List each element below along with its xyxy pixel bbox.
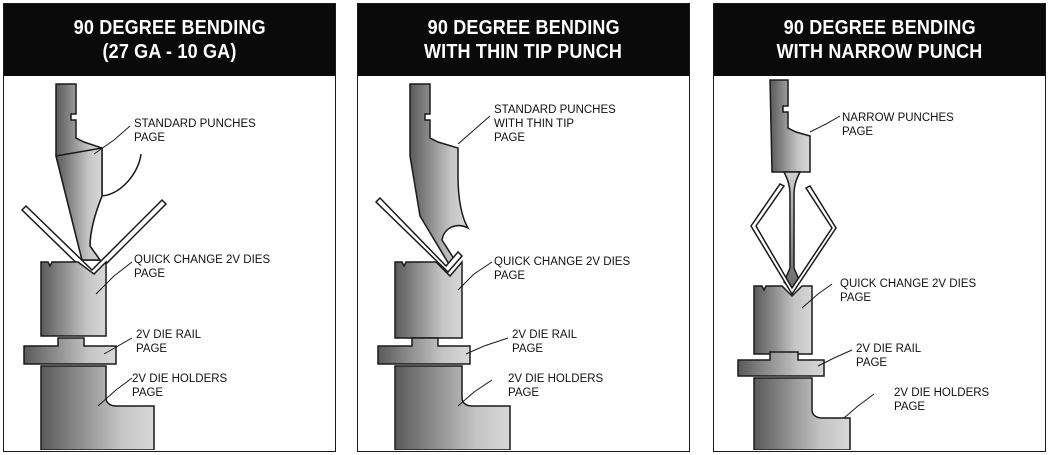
label-line: PAGE	[134, 132, 165, 144]
label-line: PAGE	[842, 126, 873, 138]
panel-title-line1: 90 DEGREE BENDING	[427, 17, 620, 39]
label-line: 2V DIE RAIL	[136, 329, 202, 341]
label-line: PAGE	[134, 268, 165, 280]
panel-standard-punch: 90 DEGREE BENDING (27 GA - 10 GA) STANDA…	[3, 3, 336, 452]
quick-change-die	[394, 259, 463, 339]
panel-title-line1: 90 DEGREE BENDING	[783, 17, 976, 39]
label-line: STANDARD PUNCHES	[134, 118, 256, 130]
thin-tip-punch	[409, 83, 470, 268]
callout-quick-change-dies: QUICK CHANGE 2V DIES PAGE	[840, 278, 976, 304]
label-line: WITH THIN TIP	[494, 118, 574, 130]
quick-change-die	[40, 260, 107, 337]
die-holder	[394, 365, 511, 450]
label-line: PAGE	[132, 387, 163, 399]
panel-header: 90 DEGREE BENDING WITH THIN TIP PUNCH	[358, 4, 689, 76]
label-line: PAGE	[894, 401, 925, 413]
label-line: 2V DIE RAIL	[856, 343, 922, 355]
bent-sheet	[20, 198, 168, 280]
callout-die-holders: 2V DIE HOLDERS PAGE	[894, 387, 990, 413]
callout-narrow-punches: NARROW PUNCHES PAGE	[842, 112, 954, 138]
label-line: QUICK CHANGE 2V DIES	[134, 254, 270, 266]
panel-title-line1: 90 DEGREE BENDING	[73, 17, 266, 39]
callout-die-rail: 2V DIE RAIL PAGE	[136, 329, 202, 355]
label-line: NARROW PUNCHES	[842, 112, 954, 124]
die-holder	[753, 377, 851, 450]
label-line: PAGE	[856, 357, 887, 369]
label-line: PAGE	[494, 132, 525, 144]
punch-body	[55, 147, 103, 261]
panel-header: 90 DEGREE BENDING WITH NARROW PUNCH	[714, 4, 1045, 76]
die-rail	[737, 351, 825, 377]
bending-diagram: STANDARD PUNCHES WITH THIN TIP PAGE QUIC…	[374, 83, 630, 450]
narrow-punch-blade	[782, 171, 802, 289]
label-line: QUICK CHANGE 2V DIES	[494, 256, 630, 268]
label-line: PAGE	[494, 270, 525, 282]
callout-die-rail: 2V DIE RAIL PAGE	[512, 329, 578, 355]
panel-title-line2: WITH THIN TIP PUNCH	[424, 41, 623, 63]
label-line: PAGE	[508, 387, 539, 399]
die-rail	[377, 337, 471, 365]
leader-lines	[801, 115, 875, 419]
punch-relief-curve	[101, 153, 142, 197]
leader-lines	[93, 125, 133, 407]
label-line: 2V DIE HOLDERS	[508, 373, 604, 385]
callout-standard-punches-thin-tip: STANDARD PUNCHES WITH THIN TIP PAGE	[494, 104, 616, 144]
bending-diagram: NARROW PUNCHES PAGE QUICK CHANGE 2V DIES…	[737, 79, 990, 450]
panel-title-line2: (27 GA - 10 GA)	[102, 41, 237, 63]
panel-header: 90 DEGREE BENDING (27 GA - 10 GA)	[4, 4, 335, 76]
callout-die-holders: 2V DIE HOLDERS PAGE	[508, 373, 604, 399]
panel-thin-tip-punch: 90 DEGREE BENDING WITH THIN TIP PUNCH ST…	[357, 3, 690, 452]
bent-sheet	[374, 196, 464, 274]
label-line: 2V DIE HOLDERS	[132, 373, 228, 385]
label-line: 2V DIE HOLDERS	[894, 387, 990, 399]
label-line: QUICK CHANGE 2V DIES	[840, 278, 976, 290]
narrow-punch	[769, 79, 811, 173]
bending-diagram: STANDARD PUNCHES PAGE QUICK CHANGE 2V DI…	[20, 83, 270, 450]
panel-title-line2: WITH NARROW PUNCH	[776, 41, 983, 63]
bent-sheet	[750, 183, 837, 296]
label-line: PAGE	[136, 343, 167, 355]
callout-standard-punches: STANDARD PUNCHES PAGE	[134, 118, 256, 144]
die-holder	[40, 365, 155, 450]
callout-die-holders: 2V DIE HOLDERS PAGE	[132, 373, 228, 399]
label-line: STANDARD PUNCHES	[494, 104, 616, 116]
callout-quick-change-dies: QUICK CHANGE 2V DIES PAGE	[134, 254, 270, 280]
quick-change-die	[753, 285, 813, 355]
leader-lines	[457, 115, 509, 407]
panel-narrow-punch: 90 DEGREE BENDING WITH NARROW PUNCH NARR…	[713, 3, 1046, 452]
label-line: PAGE	[840, 292, 871, 304]
callout-quick-change-dies: QUICK CHANGE 2V DIES PAGE	[494, 256, 630, 282]
label-line: 2V DIE RAIL	[512, 329, 578, 341]
die-rail	[23, 337, 117, 365]
callout-die-rail: 2V DIE RAIL PAGE	[856, 343, 922, 369]
label-line: PAGE	[512, 343, 543, 355]
